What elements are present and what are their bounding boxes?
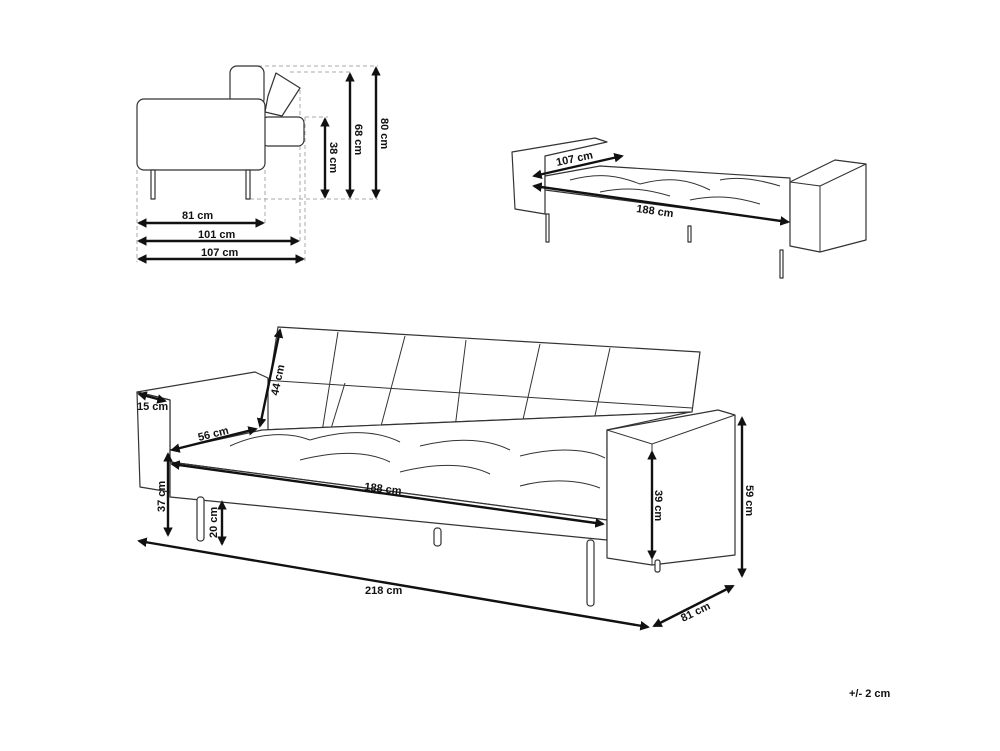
dim-label: 38 cm xyxy=(327,142,339,173)
dim-label: 37 cm xyxy=(156,481,168,512)
dim-arrow xyxy=(532,153,624,179)
seat-side xyxy=(136,98,266,171)
dim-arrow xyxy=(170,460,605,528)
dim-label: 15 cm xyxy=(137,401,168,413)
leg xyxy=(196,496,205,542)
dim-label: 59 cm xyxy=(743,485,755,516)
dim-arrow xyxy=(137,391,167,404)
tolerance-note: +/- 2 cm xyxy=(849,688,890,700)
leg xyxy=(545,213,550,243)
dim-label: 80 cm xyxy=(378,118,390,149)
leg xyxy=(654,559,661,573)
leg xyxy=(433,527,442,547)
dim-label: 81 cm xyxy=(182,210,213,222)
backrest-flat xyxy=(261,116,305,147)
right-armrest xyxy=(606,409,736,566)
leg xyxy=(245,169,251,200)
dim-label: 188 cm xyxy=(636,203,675,220)
backrest-reclined xyxy=(264,72,301,117)
right-armrest xyxy=(789,159,867,253)
bed-view: 107 cm 188 cm xyxy=(511,137,867,279)
dim-label: 101 cm xyxy=(198,229,236,241)
dim-arrow xyxy=(137,537,650,631)
side-view: 81 cm 101 cm 107 cm 38 cm 68 cm 80 cm xyxy=(136,65,390,264)
dim-label: 188 cm xyxy=(364,481,403,497)
leg xyxy=(150,169,156,200)
dim-arrow xyxy=(652,584,735,628)
dim-label: 39 cm xyxy=(652,490,664,521)
leg xyxy=(586,539,595,607)
dim-label: 20 cm xyxy=(208,507,220,538)
dim-arrow xyxy=(532,182,790,226)
leg xyxy=(687,225,692,243)
dim-arrow xyxy=(170,426,258,453)
leg xyxy=(779,249,784,279)
front-view: 15 cm 44 cm 56 cm 188 cm 37 cm 20 cm 218… xyxy=(136,326,755,631)
dim-arrow xyxy=(256,328,284,428)
dim-label: 218 cm xyxy=(365,585,403,597)
dim-label: 107 cm xyxy=(201,247,239,259)
dim-label: 68 cm xyxy=(352,124,364,155)
